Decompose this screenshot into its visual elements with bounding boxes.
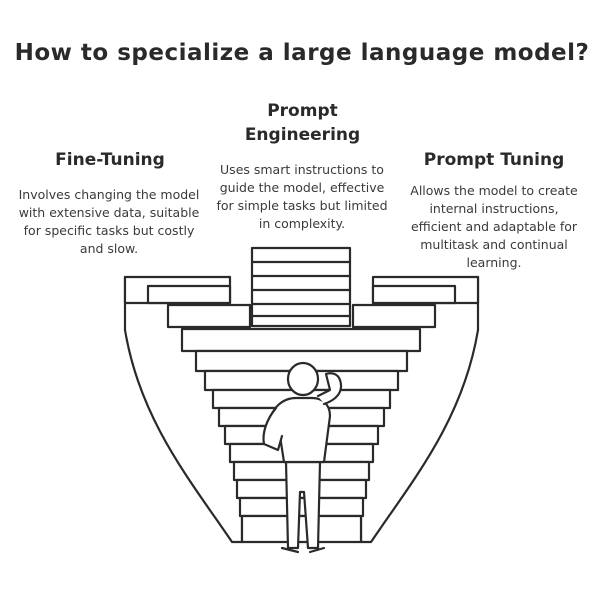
person-right-arm — [316, 372, 343, 406]
right-step-3 — [351, 303, 437, 329]
diagram-title: How to specialize a large language model… — [14, 40, 590, 66]
prompt-tuning-heading: Prompt Tuning — [423, 150, 565, 170]
prompt-tuning-description: Allows the model to create internal inst… — [410, 183, 578, 270]
fine-tuning-heading: Fine-Tuning — [55, 150, 165, 170]
person-head — [286, 361, 320, 397]
person-legs — [284, 460, 322, 550]
funnel-step-1 — [180, 327, 422, 353]
fine-tuning-description: Involves changing the model with extensi… — [18, 187, 200, 256]
right-step-2 — [371, 284, 457, 305]
left-step-3 — [166, 303, 252, 329]
central-tower — [250, 246, 352, 328]
funnel-step-11 — [240, 514, 363, 544]
prompt-engineering-description: Uses smart instructions to guide the mod… — [216, 162, 388, 231]
prompt-engineering-heading: Prompt Engineering — [244, 101, 361, 145]
funnel-step-10 — [238, 496, 365, 518]
left-step-2 — [146, 284, 232, 305]
thinking-person — [262, 361, 343, 554]
person-left-arm — [262, 406, 284, 452]
